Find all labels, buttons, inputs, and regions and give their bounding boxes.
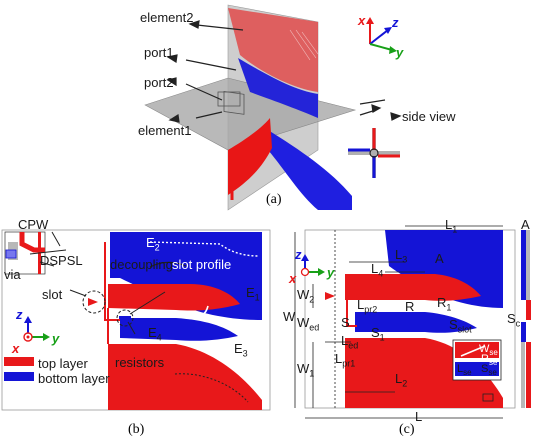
label-A: A: [435, 251, 444, 266]
element1-blue-flare: [268, 130, 352, 210]
label-Led: Led: [341, 333, 359, 351]
label-decoupling: decoupling: [110, 257, 173, 272]
legend-swatch-bottom: [4, 372, 34, 381]
axis-x-label-a: x: [358, 13, 366, 28]
red-middle-element: [108, 284, 240, 311]
label-S: S: [341, 315, 350, 330]
element1-red-flare: [228, 118, 272, 195]
label-Sc: Sc: [507, 311, 521, 329]
label-e2: E2: [146, 235, 160, 253]
element1-substrate: [144, 77, 357, 151]
label-R: R: [405, 299, 415, 314]
label-L4: L4: [371, 261, 384, 279]
label-via: via: [4, 267, 21, 282]
label-Lpr1: Lpr1: [335, 351, 356, 369]
label-R1: R1: [437, 295, 452, 313]
element2-blue-flare: [238, 58, 318, 118]
label-Wed: Wed: [297, 315, 320, 333]
caption-a: (a): [266, 192, 282, 207]
label-e4: E4: [148, 325, 162, 343]
label-port1: port1: [144, 45, 174, 60]
caption-b: (b): [128, 422, 145, 437]
axis-y-label-c: y: [327, 265, 335, 280]
blue-middle-element: [120, 318, 238, 341]
panel-c: L1 A A L3 L4 W W2 Wed W1 Lpr2 R R1 S S1 …: [283, 218, 550, 445]
panel-b-graphic: [1, 229, 271, 411]
label-dspsl: DSPSL: [40, 253, 83, 268]
axis-z-label-a: z: [392, 15, 399, 30]
label-L: L: [415, 409, 423, 424]
legend-label-bottom: bottom layer: [38, 371, 110, 386]
axis-z-label-b: z: [16, 307, 23, 322]
label-element1: element1: [138, 123, 192, 138]
axis-y-label-a: y: [396, 45, 404, 60]
label-A-side: A: [521, 217, 530, 232]
label-e1: E1: [246, 285, 260, 303]
label-slot-profile: slot profile: [172, 257, 232, 272]
label-Sslot: Sslot: [449, 317, 472, 335]
label-W2: W2: [297, 287, 315, 305]
label-L1: L1: [445, 217, 458, 235]
red-lower-element: [108, 344, 262, 410]
label-Wse: Wse: [479, 343, 498, 358]
label-Lpr2: Lpr2: [357, 297, 378, 315]
label-W1: W1: [297, 361, 315, 379]
axis-z-label-c: z: [295, 247, 302, 262]
panel-c-graphic: [294, 225, 531, 419]
axes-a: [366, 17, 397, 54]
legend-swatch-top: [4, 357, 34, 366]
label-slot: slot: [42, 287, 63, 302]
label-W: W: [283, 309, 296, 324]
axis-x-label-c: x: [289, 271, 297, 286]
label-L3: L3: [395, 247, 408, 265]
panel-b: CPW via DSPSL slot decoupling slot profi…: [0, 218, 275, 445]
label-cpw: CPW: [18, 217, 49, 232]
element2-red-flare: [228, 8, 318, 92]
label-resistors: resistors: [115, 355, 165, 370]
label-element2: element2: [140, 10, 194, 25]
label-Sse: Sse: [481, 363, 497, 378]
label-side-view: side view: [402, 109, 456, 124]
label-port2: port2: [144, 75, 174, 90]
label-Rse: Rse: [481, 353, 498, 368]
caption-c: (c): [399, 422, 415, 437]
panel-a: element2 port1 port2 element1 side view …: [0, 0, 550, 215]
axes-b: [23, 316, 50, 342]
label-L2: L2: [395, 371, 408, 389]
side-view-glyph: [348, 128, 400, 178]
panel-a-graphic: [144, 4, 402, 211]
axis-x-label-b: x: [12, 341, 20, 356]
axis-y-label-b: y: [52, 331, 60, 346]
legend-label-top: top layer: [38, 356, 88, 371]
label-Lse: Lse: [457, 363, 472, 378]
axes-c: [300, 254, 325, 277]
label-S1: S1: [371, 325, 385, 343]
label-e3: E3: [234, 341, 248, 359]
